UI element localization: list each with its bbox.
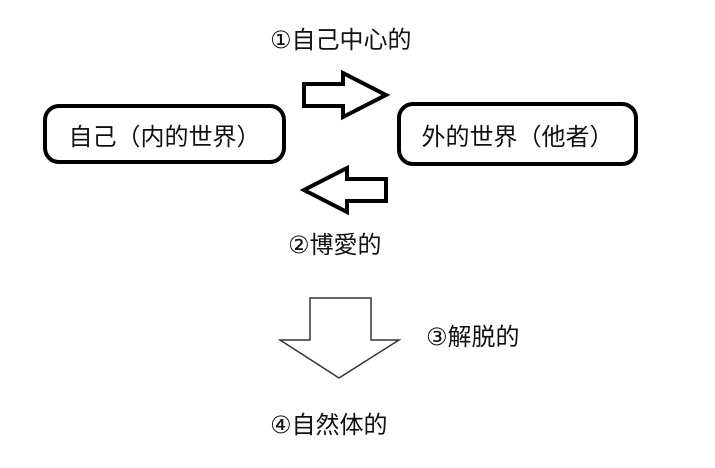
step4-label: ④自然体的 xyxy=(270,411,388,439)
outer-world-others-box: 外的世界（他者） xyxy=(397,102,638,166)
step1-label: ①自己中心的 xyxy=(270,26,412,54)
self-inner-world-box: 自己（内的世界） xyxy=(43,104,286,164)
step2-label: ②博愛的 xyxy=(288,231,382,259)
step3-label: ③解脱的 xyxy=(426,323,520,351)
arrow-down-icon xyxy=(277,297,402,379)
arrow-right-icon xyxy=(302,69,391,121)
arrow-left-icon xyxy=(299,164,388,216)
self-inner-world-label: 自己（内的世界） xyxy=(68,122,261,151)
outer-world-others-label: 外的世界（他者） xyxy=(421,122,614,151)
